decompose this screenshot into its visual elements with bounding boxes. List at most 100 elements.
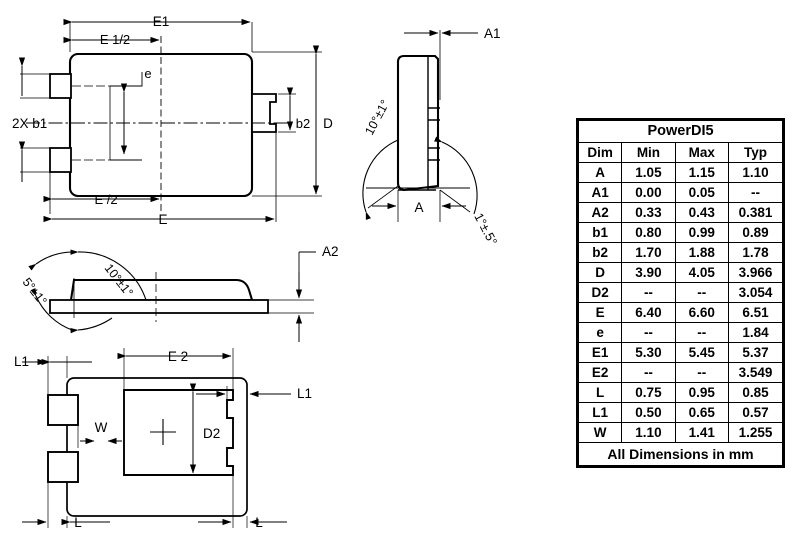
table-title: PowerDI5 <box>577 119 784 143</box>
cell-typ: 3.549 <box>727 362 785 383</box>
cell-max: 0.43 <box>674 202 729 223</box>
cell-min: 3.90 <box>621 262 676 283</box>
cell-max: 6.60 <box>674 302 729 323</box>
cell-min: 6.40 <box>621 302 676 323</box>
cell-dim: W <box>576 422 623 443</box>
cell-max: 1.15 <box>674 162 729 183</box>
cell-min: -- <box>621 282 676 303</box>
profile-arc-5-bot <box>30 288 73 331</box>
cell-max: 0.65 <box>674 402 729 423</box>
cell-max: 0.05 <box>674 182 729 203</box>
side-view-group <box>362 29 478 222</box>
label-d2: D2 <box>203 426 220 441</box>
label-b1: 2X b1 <box>12 116 47 131</box>
table-row: E2----3.549 <box>576 362 785 383</box>
label-a2: A2 <box>322 244 339 259</box>
label-l1-left: L1 <box>14 354 29 369</box>
cell-typ: 3.966 <box>727 262 785 283</box>
cell-min: 5.30 <box>621 342 676 363</box>
cell-typ: 0.381 <box>727 202 785 223</box>
cell-max: 0.99 <box>674 222 729 243</box>
cell-dim: e <box>576 322 623 343</box>
cell-max: 0.95 <box>674 382 729 403</box>
bottom-view-center-mark <box>150 419 176 445</box>
profile-arc-10-bot <box>70 317 113 334</box>
table-header-row: Dim Min Max Typ <box>576 142 785 163</box>
cell-typ: -- <box>727 182 785 203</box>
angle-ref-right <box>439 189 471 213</box>
cell-dim: L1 <box>576 402 623 423</box>
cell-max: 1.41 <box>674 422 729 443</box>
label-b2: b2 <box>296 116 310 131</box>
cell-dim: D2 <box>576 282 623 303</box>
label-e-pitch: e <box>144 66 151 81</box>
label-angle-mold-side: 10°±1° <box>362 98 392 138</box>
cell-dim: A <box>576 162 623 183</box>
angle-arc-right <box>434 136 478 215</box>
bottom-view-pad-left-2 <box>47 451 79 483</box>
col-header-min: Min <box>621 142 676 163</box>
cell-typ: 0.57 <box>727 402 785 423</box>
cell-dim: E <box>576 302 623 323</box>
angle-arc-left <box>362 139 399 220</box>
cell-dim: E1 <box>576 342 623 363</box>
bottom-view-pad-left-1 <box>47 394 79 426</box>
cell-min: 1.10 <box>621 422 676 443</box>
cell-min: -- <box>621 322 676 343</box>
cell-max: -- <box>674 282 729 303</box>
label-l-left: L <box>74 515 82 530</box>
top-view-pin-right <box>251 93 277 133</box>
table-row: e----1.84 <box>576 322 785 343</box>
label-a: A <box>414 200 423 215</box>
leader-e <box>110 72 143 87</box>
cell-dim: A2 <box>576 202 623 223</box>
label-l1-right: L1 <box>297 386 312 401</box>
cell-typ: 1.84 <box>727 322 785 343</box>
cell-min: 1.05 <box>621 162 676 183</box>
cell-dim: b1 <box>576 222 623 243</box>
angle-ref-left <box>367 185 399 209</box>
label-angle-lead-side: 1°±.5° <box>471 211 499 248</box>
top-view-group <box>18 18 322 223</box>
cell-dim: A1 <box>576 182 623 203</box>
profile-arc-5-top <box>28 251 73 271</box>
profile-view-group <box>28 249 316 342</box>
label-angle-left-profile: 5°±1° <box>20 275 50 308</box>
cell-typ: 3.054 <box>727 282 785 303</box>
profile-view-leadframe <box>49 299 269 314</box>
cell-max: 1.88 <box>674 242 729 263</box>
table-row: D2----3.054 <box>576 282 785 303</box>
label-a1: A1 <box>484 26 501 41</box>
col-header-dim: Dim <box>576 142 623 163</box>
cell-typ: 0.89 <box>727 222 785 243</box>
cell-typ: 6.51 <box>727 302 785 323</box>
cell-min: 0.75 <box>621 382 676 403</box>
profile-arc-10-top <box>70 249 147 301</box>
side-view-leads <box>428 107 440 161</box>
cell-dim: E2 <box>576 362 623 383</box>
label-e2: E 2 <box>168 349 188 364</box>
label-e1: E1 <box>153 14 170 29</box>
label-e-half: E /2 <box>94 192 117 207</box>
cell-dim: D <box>576 262 623 283</box>
bottom-view-group <box>22 348 291 528</box>
col-header-typ: Typ <box>727 142 785 163</box>
cell-dim: L <box>576 382 623 403</box>
col-header-max: Max <box>674 142 729 163</box>
cell-min: 0.33 <box>621 202 676 223</box>
cell-min: 1.70 <box>621 242 676 263</box>
cell-min: 0.00 <box>621 182 676 203</box>
cell-typ: 1.255 <box>727 422 785 443</box>
cell-max: -- <box>674 322 729 343</box>
